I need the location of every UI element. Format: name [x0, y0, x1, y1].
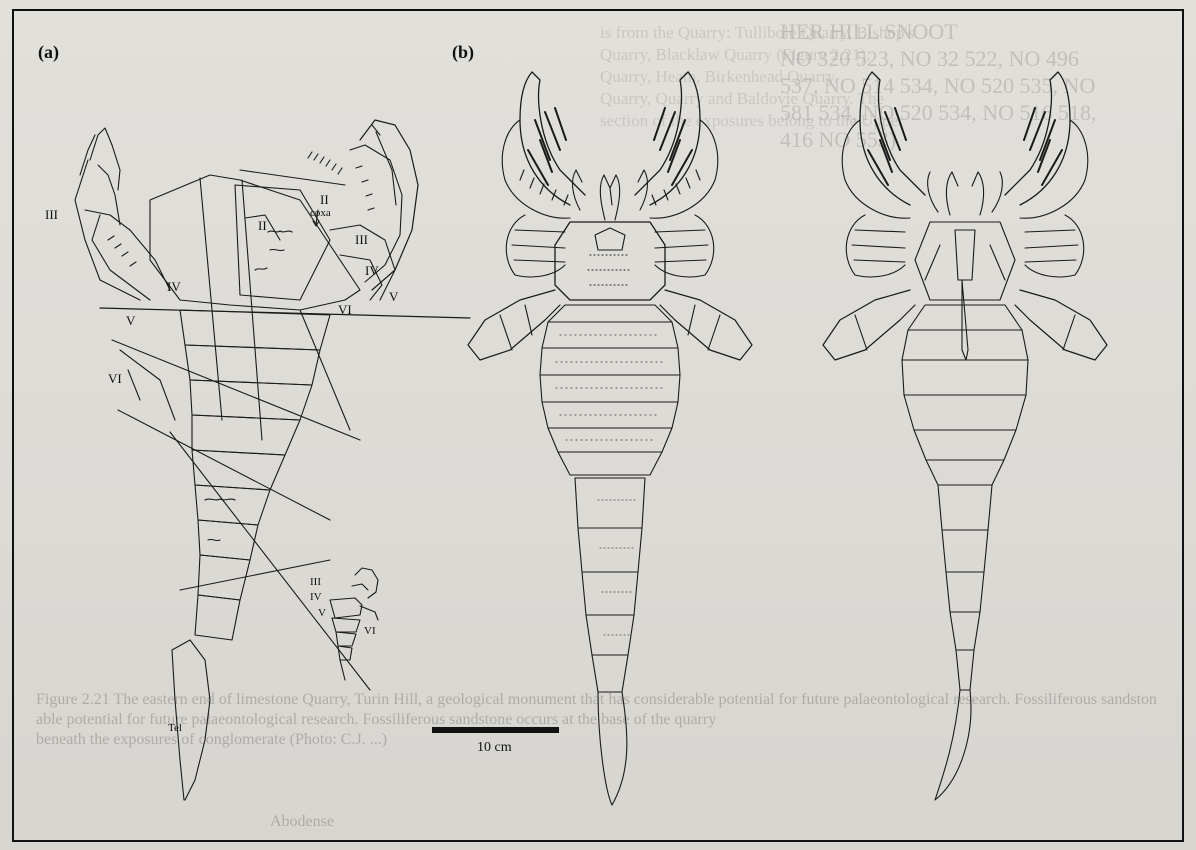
- label-iv-right: IV: [365, 263, 379, 278]
- label-small-v: V: [318, 607, 326, 619]
- small-specimen: [330, 568, 378, 680]
- label-v-right: V: [389, 289, 399, 304]
- panel-b-dorsal-reconstruction: [468, 72, 752, 805]
- label-ii-top: II: [320, 192, 329, 207]
- figure-labels: (a) (b) III II coxa II III IV IV V VI V …: [38, 42, 474, 734]
- scale-bar: 10 cm: [432, 727, 559, 755]
- panel-b-label: (b): [452, 42, 474, 63]
- label-coxa: coxa: [310, 207, 331, 219]
- panel-b-ventral-reconstruction: [823, 72, 1107, 800]
- label-iii-right: III: [355, 232, 368, 247]
- label-small-iv: IV: [310, 591, 322, 603]
- label-ii-mid: II: [258, 218, 267, 233]
- panel-a-label: (a): [38, 42, 59, 63]
- scale-bar-line: [432, 727, 559, 733]
- label-vi-right: VI: [338, 302, 352, 317]
- label-iii-left: III: [45, 207, 58, 222]
- scale-bar-label: 10 cm: [477, 740, 512, 755]
- label-iv-left: IV: [167, 279, 181, 294]
- label-tel: Tel: [168, 722, 182, 734]
- panel-a-fossil: [75, 120, 470, 800]
- label-v-left: V: [126, 313, 136, 328]
- label-vi-left: VI: [108, 371, 122, 386]
- label-small-iii: III: [310, 576, 321, 588]
- label-small-vi: VI: [364, 625, 376, 637]
